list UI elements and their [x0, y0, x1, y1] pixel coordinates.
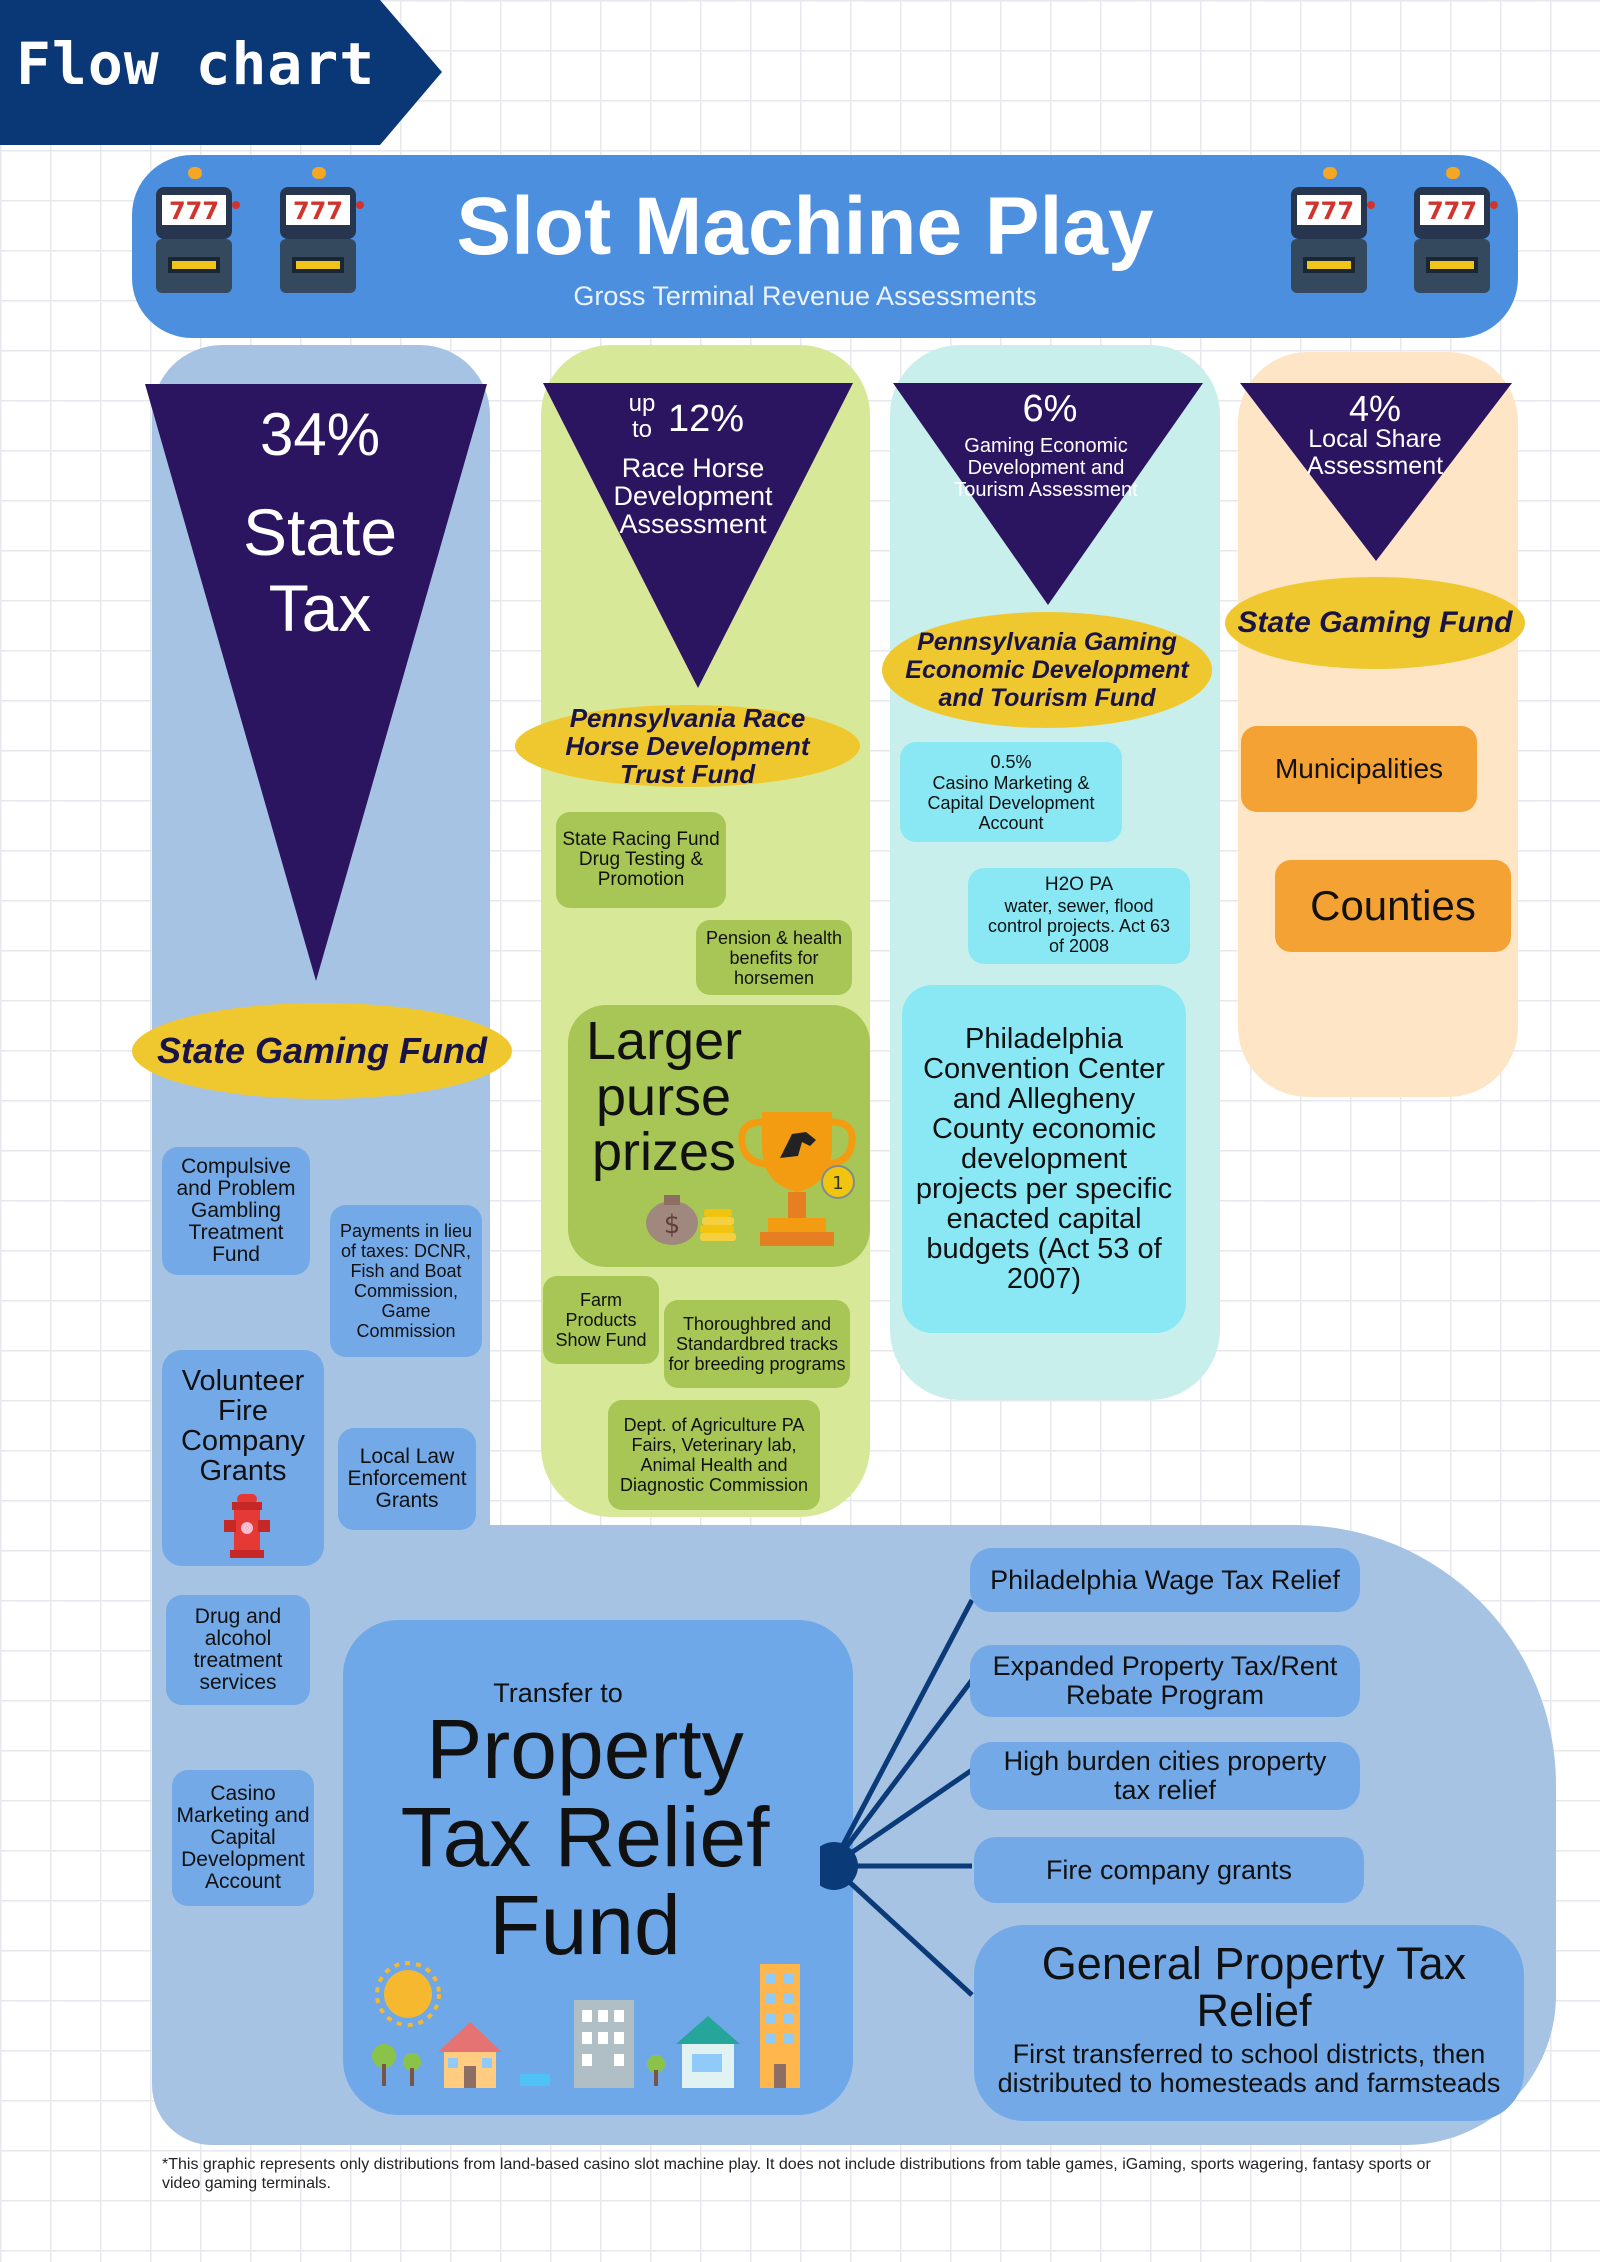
- property-tax-title-line3: Fund: [489, 1878, 681, 1972]
- slot-reels-text: 777: [169, 197, 219, 225]
- tower-icon: [760, 1964, 800, 2088]
- pension-benefits-horsemen: Pension & health benefits for horsemen: [696, 920, 852, 995]
- sun-icon: [375, 1961, 441, 2027]
- h2o-pa-description: water, sewer, flood control projects. Ac…: [987, 896, 1171, 956]
- page-subtitle: Gross Terminal Revenue Assessments: [573, 281, 1037, 311]
- house-icon: [676, 2016, 740, 2088]
- property-tax-title-line1: Property: [426, 1702, 744, 1796]
- dept-of-agriculture: Dept. of Agriculture PA Fairs, Veterinar…: [608, 1400, 820, 1510]
- municipalities: Municipalities: [1241, 726, 1477, 812]
- h2o-pa-box: [968, 868, 1190, 964]
- state-tax-label-line2: Tax: [268, 571, 372, 645]
- expanded-rebate-program: Expanded Property Tax/Rent Rebate Progra…: [970, 1645, 1360, 1717]
- state-tax-percent: 34%: [259, 401, 381, 468]
- payments-in-lieu-of-taxes: Payments in lieu of taxes: DCNR, Fish an…: [330, 1205, 482, 1357]
- slot-machine-icon: 777: [1291, 167, 1375, 293]
- slot-machine-icon: 777: [156, 167, 240, 293]
- purse-line-1: Larger: [586, 1011, 743, 1071]
- general-property-tax-relief-box: [974, 1925, 1524, 2121]
- gaming-percent: 6%: [1022, 388, 1078, 430]
- local-percent: 4%: [1348, 388, 1402, 429]
- compulsive-gambling-fund: Compulsive and Problem Gambling Treatmen…: [162, 1147, 310, 1275]
- casino-marketing-label: Casino Marketing & Capital Development A…: [927, 773, 1095, 833]
- slot-reels-text: 777: [293, 197, 343, 225]
- transfer-to-label: Transfer to: [493, 1678, 623, 1708]
- slot-reels-text: 777: [1304, 197, 1354, 225]
- money-bag-icon: $: [646, 1195, 736, 1245]
- casino-marketing-account: Casino Marketing and Capital Development…: [172, 1770, 314, 1906]
- apartment-icon: [574, 2000, 634, 2088]
- trophy-icon: 1: [738, 1112, 856, 1246]
- farm-products-show-fund: Farm Products Show Fund: [543, 1276, 659, 1364]
- general-property-tax-title: General Property Tax Relief: [1041, 1938, 1467, 2036]
- philadelphia-convention-center: Philadelphia Convention Center and Alleg…: [902, 985, 1186, 1333]
- flow-chart-label: Flow chart: [16, 30, 376, 98]
- state-tax-label-line1: State: [242, 495, 398, 569]
- gaming-development-fund-oval: Pennsylvania Gaming Economic Development…: [882, 612, 1212, 728]
- state-racing-fund: State Racing Fund Drug Testing & Promoti…: [556, 812, 726, 908]
- local-assessment-label: Local Share Assessment: [1306, 425, 1444, 480]
- page-title: Slot Machine Play: [456, 181, 1154, 272]
- tree-icon: [372, 2044, 421, 2086]
- trophy-badge-number: 1: [832, 1173, 843, 1194]
- purse-line-2: purse: [596, 1067, 732, 1127]
- race-prefix-to: to: [631, 416, 652, 443]
- local-law-enforcement-grants: Local Law Enforcement Grants: [338, 1428, 476, 1530]
- casino-marketing-percent: 0.5%: [990, 752, 1032, 772]
- fire-company-grants: Fire company grants: [974, 1837, 1364, 1903]
- philadelphia-wage-tax-relief: Philadelphia Wage Tax Relief: [970, 1548, 1360, 1612]
- drug-alcohol-treatment: Drug and alcohol treatment services: [166, 1595, 310, 1705]
- slot-machine-icon: 777: [280, 167, 364, 293]
- slot-reels-text: 777: [1427, 197, 1477, 225]
- purse-line-3: prizes: [592, 1122, 737, 1182]
- svg-text:$: $: [664, 1210, 681, 1240]
- local-state-gaming-fund-oval: State Gaming Fund: [1225, 577, 1525, 669]
- connector-lines: [820, 1598, 975, 1997]
- state-gaming-fund-oval: State Gaming Fund: [132, 1003, 512, 1099]
- high-burden-cities-relief: High burden cities property tax relief: [970, 1742, 1360, 1810]
- race-percent: 12%: [668, 398, 745, 440]
- flow-chart-banner: [0, 0, 442, 145]
- general-property-tax-description: First transferred to school districts, t…: [997, 2039, 1501, 2098]
- casino-marketing-capital-account: [900, 742, 1122, 842]
- car-icon: [520, 2074, 550, 2086]
- race-prefix-up: up: [628, 390, 656, 417]
- gaming-assessment-label: Gaming Economic Development and Tourism …: [954, 435, 1138, 501]
- tree-icon: [647, 2055, 665, 2073]
- race-assessment-label: Race Horse Development Assessment: [613, 453, 773, 539]
- house-icon: [438, 2022, 502, 2088]
- neighborhood-illustration: [372, 1961, 800, 2088]
- property-tax-title-line2: Tax Relief: [400, 1790, 770, 1884]
- hub-node: [820, 1842, 858, 1890]
- header-bar: [132, 155, 1518, 338]
- footnote: *This graphic represents only distributi…: [162, 2156, 1431, 2192]
- volunteer-fire-grants-label: Volunteer Fire Company Grants: [180, 1365, 306, 1487]
- breeding-programs: Thoroughbred and Standardbred tracks for…: [664, 1300, 850, 1388]
- counties: Counties: [1275, 860, 1511, 952]
- slot-machine-icon: 777: [1414, 167, 1498, 293]
- fire-hydrant-icon: [224, 1494, 270, 1558]
- h2o-pa-title: H2O PA: [1044, 874, 1114, 895]
- race-horse-trust-fund-oval: Pennsylvania Race Horse Development Trus…: [515, 704, 860, 788]
